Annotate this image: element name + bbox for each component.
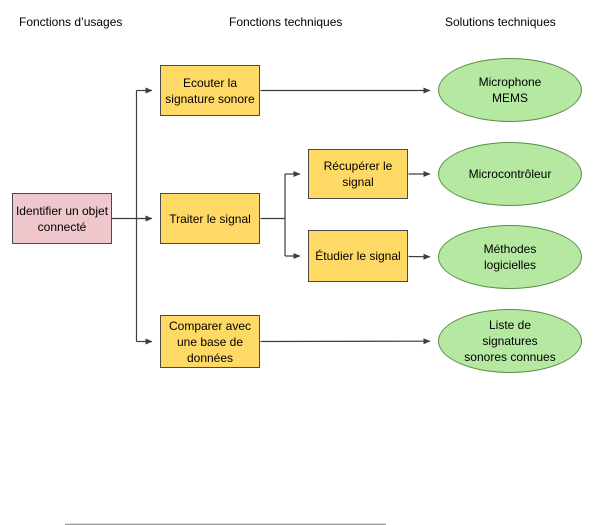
column-header-usage-functions: Fonctions d’usages xyxy=(19,15,123,29)
node-listen-signature: Ecouter la signature sonore xyxy=(160,65,260,116)
node-label: Liste de signatures sonores connues xyxy=(464,318,556,364)
node-identify-object: Identifier un objet connecté xyxy=(12,193,112,244)
node-label: Méthodes logicielles xyxy=(483,242,537,272)
node-label: Ecouter la signature sonore xyxy=(165,75,255,106)
node-label: Microphone MEMS xyxy=(478,75,542,105)
node-label: Microcontrôleur xyxy=(468,167,552,181)
node-label: Traiter le signal xyxy=(169,211,251,226)
node-process-signal: Traiter le signal xyxy=(160,193,260,244)
node-label: Identifier un objet connecté xyxy=(15,203,109,234)
node-signature-list: Liste de signatures sonores connues xyxy=(438,309,582,373)
node-label: Étudier le signal xyxy=(315,249,401,263)
node-compare-database: Comparer avec une base de données xyxy=(160,315,260,368)
node-study-signal: Étudier le signal xyxy=(308,230,408,282)
node-microcontroller: Microcontrôleur xyxy=(438,142,582,206)
node-label: Récupérer le signal xyxy=(323,159,393,189)
node-label: Comparer avec une base de données xyxy=(168,318,252,365)
node-retrieve-signal: Récupérer le signal xyxy=(308,149,408,199)
column-header-technical-functions: Fonctions techniques xyxy=(229,15,343,29)
node-software-methods: Méthodes logicielles xyxy=(438,225,582,289)
column-header-technical-solutions: Solutions techniques xyxy=(445,15,556,29)
node-microphone-mems: Microphone MEMS xyxy=(438,58,582,122)
